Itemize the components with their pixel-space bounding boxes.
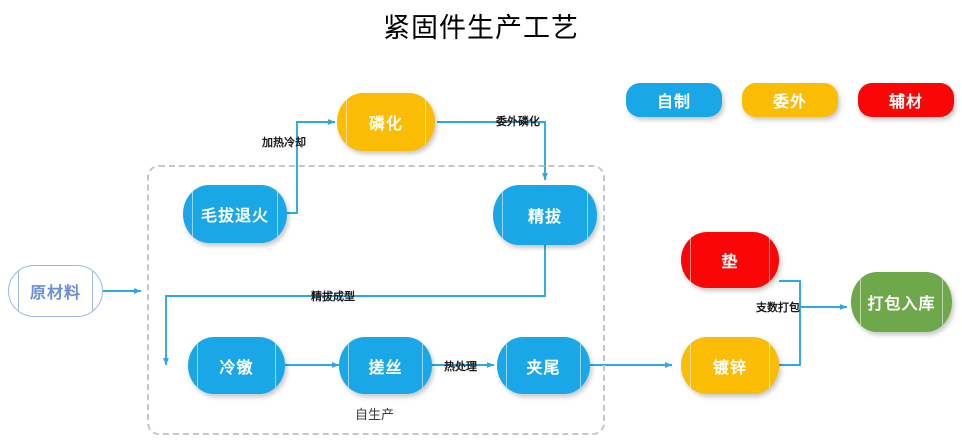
node-precision-drawing[interactable]: 精拔	[493, 185, 597, 245]
legend-item-self-made[interactable]: 自制	[626, 83, 722, 117]
cylinder-right-lip	[769, 232, 770, 288]
node-washer[interactable]: 垫	[681, 232, 779, 288]
node-label: 精拔	[527, 209, 562, 226]
node-label: 磷化	[368, 116, 403, 133]
edge-label-count-packing: 支数打包	[756, 302, 800, 314]
cylinder-left-lip	[502, 185, 503, 245]
cylinder-right-lip	[92, 266, 93, 316]
node-tail-clamping[interactable]: 夹尾	[497, 337, 590, 394]
legend-item-outsourced[interactable]: 委外	[742, 83, 838, 117]
node-label: 冷镦	[219, 359, 254, 377]
node-phosphating[interactable]: 磷化	[337, 93, 435, 151]
self-production-group-label: 自生产	[355, 408, 395, 423]
legend-label: 委外	[772, 94, 807, 111]
node-cold-heading[interactable]: 冷镦	[188, 337, 285, 394]
cylinder-left-lip	[348, 337, 349, 394]
cylinder-right-lip	[942, 272, 943, 332]
cylinder-left-lip	[18, 266, 19, 316]
cylinder-right-lip	[769, 337, 770, 394]
cylinder-left-lip	[346, 93, 347, 151]
node-galvanizing[interactable]: 镀锌	[681, 337, 779, 394]
node-label: 原材料	[29, 285, 81, 302]
node-raw-material[interactable]: 原材料	[8, 265, 103, 317]
edge-galvanize-to-pack	[779, 307, 801, 366]
cylinder-left-lip	[690, 232, 691, 288]
node-label: 打包入库	[867, 296, 936, 313]
edge-label-heat-cool: 加热冷却	[262, 137, 306, 149]
edge-label-heat-treatment: 热处理	[444, 361, 477, 373]
cylinder-left-lip	[690, 337, 691, 394]
cylinder-right-lip	[277, 185, 278, 243]
page-title: 紧固件生产工艺	[383, 13, 579, 44]
node-label: 搓丝	[368, 359, 403, 377]
node-thread-rolling[interactable]: 搓丝	[339, 337, 432, 394]
cylinder-left-lip	[860, 272, 861, 332]
node-annealing[interactable]: 毛拔退火	[183, 185, 287, 243]
cylinder-right-lip	[587, 185, 588, 245]
cylinder-right-lip	[425, 93, 426, 151]
node-label: 镀锌	[712, 359, 747, 377]
legend-item-auxiliary-material[interactable]: 辅材	[858, 83, 954, 117]
self-production-group	[147, 165, 605, 435]
cylinder-right-lip	[275, 337, 276, 394]
node-label: 垫	[721, 254, 739, 271]
legend-label: 自制	[656, 94, 691, 111]
node-label: 毛拔退火	[200, 208, 269, 225]
cylinder-left-lip	[506, 337, 507, 394]
legend-label: 辅材	[888, 94, 923, 111]
cylinder-left-lip	[197, 337, 198, 394]
node-label: 夹尾	[526, 359, 561, 377]
edge-label-outsourced-phosphating: 委外磷化	[496, 116, 540, 128]
cylinder-right-lip	[422, 337, 423, 394]
cylinder-left-lip	[192, 185, 193, 243]
edge-label-precision-forming: 精拔成型	[311, 291, 355, 303]
cylinder-right-lip	[580, 337, 581, 394]
node-packaging-warehousing[interactable]: 打包入库	[851, 272, 952, 332]
